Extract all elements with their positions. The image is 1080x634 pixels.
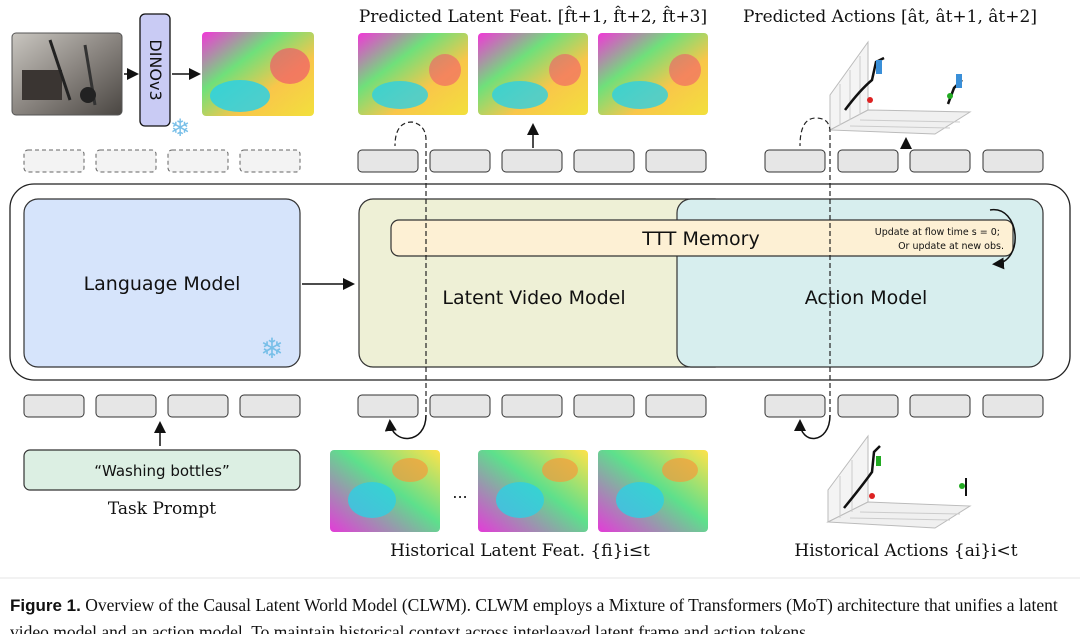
video-output-token bbox=[645, 149, 707, 173]
predicted-feat-title: Predicted Latent Feat. [f̂t+1, f̂t+2, f̂… bbox=[359, 6, 707, 27]
historical-actions-title: Historical Actions {ai}i<t bbox=[794, 541, 1017, 561]
language-model-block bbox=[23, 198, 301, 368]
video-output-token bbox=[573, 149, 635, 173]
video-feedback-arrow bbox=[384, 414, 427, 440]
dashed-token bbox=[239, 149, 301, 173]
video-output-token bbox=[357, 149, 419, 173]
history-ellipsis: ... bbox=[452, 483, 467, 502]
video-input-token bbox=[645, 394, 707, 418]
action-feedback-arrow bbox=[794, 414, 831, 440]
figure-caption: Figure 1. Overview of the Causal Latent … bbox=[10, 592, 1078, 634]
update-rule-line1: Update at flow time s = 0; bbox=[875, 227, 1000, 238]
snowflake-icon: ❄ bbox=[260, 332, 283, 365]
action-output-token bbox=[982, 149, 1044, 173]
figure-label: Figure 1. bbox=[10, 596, 81, 615]
language-model-label: Language Model bbox=[84, 273, 241, 295]
ttt-memory-label: TTT Memory bbox=[641, 228, 759, 250]
video-input-token bbox=[429, 394, 491, 418]
predicted-actions-title: Predicted Actions [ât, ât+1, ât+2] bbox=[743, 7, 1037, 27]
top-token-row bbox=[23, 149, 1044, 173]
dashed-token bbox=[167, 149, 229, 173]
action-flow-dashed-line bbox=[799, 117, 831, 412]
predicted-feature-map bbox=[598, 33, 708, 115]
historical-feature-map bbox=[330, 450, 440, 532]
dinov3-encoder bbox=[139, 13, 171, 127]
action-model-label: Action Model bbox=[805, 287, 928, 309]
task-prompt-box bbox=[23, 449, 301, 491]
predicted-feature-map bbox=[478, 33, 588, 115]
video-output-token bbox=[501, 149, 563, 173]
historical-feature-map bbox=[598, 450, 708, 532]
encoder-feature-map bbox=[202, 32, 314, 116]
predicted-actions-plot bbox=[828, 40, 972, 135]
video-flow-dashed-line bbox=[394, 121, 427, 412]
video-input-token bbox=[573, 394, 635, 418]
task-prompt-label: Task Prompt bbox=[108, 499, 216, 519]
robot-camera-photo bbox=[11, 32, 123, 116]
historical-feature-map bbox=[478, 450, 588, 532]
language-token bbox=[167, 394, 229, 418]
dinov3-label: DINOv3 bbox=[146, 39, 165, 100]
snowflake-icon: ❄ bbox=[170, 114, 190, 142]
action-input-token bbox=[909, 394, 971, 418]
video-input-token bbox=[501, 394, 563, 418]
language-token bbox=[95, 394, 157, 418]
ttt-memory-block bbox=[390, 219, 1014, 257]
predicted-feature-map bbox=[358, 33, 468, 115]
bottom-token-row bbox=[23, 394, 1044, 418]
task-prompt-text: “Washing bottles” bbox=[94, 462, 230, 480]
dashed-token bbox=[23, 149, 85, 173]
caption-text: Overview of the Causal Latent World Mode… bbox=[10, 595, 1058, 634]
language-token bbox=[23, 394, 85, 418]
action-input-token bbox=[982, 394, 1044, 418]
latent-video-model-label: Latent Video Model bbox=[442, 287, 625, 309]
language-token bbox=[239, 394, 301, 418]
dashed-token bbox=[95, 149, 157, 173]
video-input-token bbox=[357, 394, 419, 418]
update-rule-line2: Or update at new obs. bbox=[898, 241, 1004, 252]
action-output-token bbox=[764, 149, 826, 173]
action-output-token bbox=[837, 149, 899, 173]
action-input-token bbox=[764, 394, 826, 418]
historical-feat-title: Historical Latent Feat. {fi}i≤t bbox=[390, 541, 650, 561]
memory-update-loop-arrow bbox=[989, 209, 1016, 270]
action-output-token bbox=[909, 149, 971, 173]
video-output-token bbox=[429, 149, 491, 173]
action-input-token bbox=[837, 394, 899, 418]
historical-actions-plot bbox=[826, 434, 972, 529]
